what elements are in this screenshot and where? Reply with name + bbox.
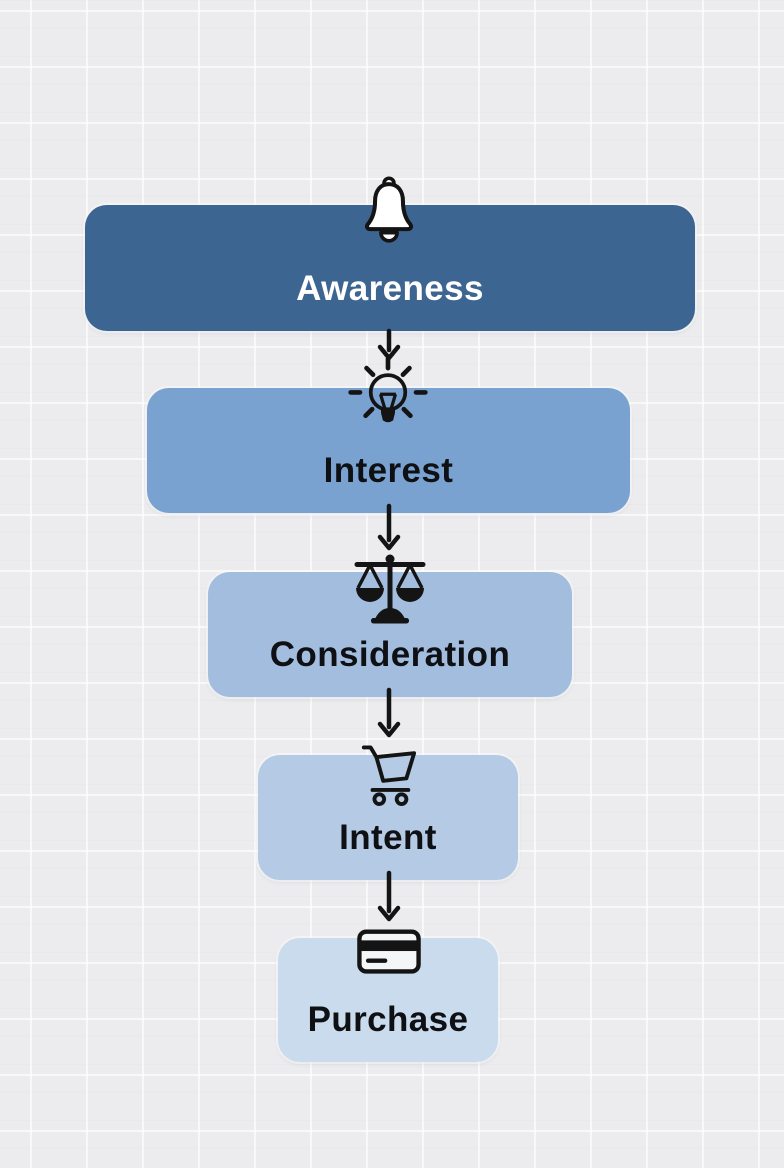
stage-label-awareness: Awareness: [296, 268, 484, 308]
stage-label-interest: Interest: [323, 450, 454, 490]
flow-arrow-3: [377, 687, 401, 738]
shopping-cart-icon: [358, 743, 418, 806]
stage-label-purchase: Purchase: [307, 999, 469, 1039]
credit-card-icon: [357, 929, 421, 975]
stage-interest: Interest: [147, 388, 630, 513]
stage-label-consideration: Consideration: [269, 634, 511, 674]
flow-arrow-4: [377, 870, 401, 922]
lightbulb-icon: [346, 356, 430, 440]
flow-arrow-2: [377, 503, 401, 551]
stage-intent: Intent: [258, 755, 518, 880]
stage-label-intent: Intent: [339, 817, 437, 857]
bell-icon: [362, 176, 416, 248]
scales-icon: [350, 554, 430, 626]
